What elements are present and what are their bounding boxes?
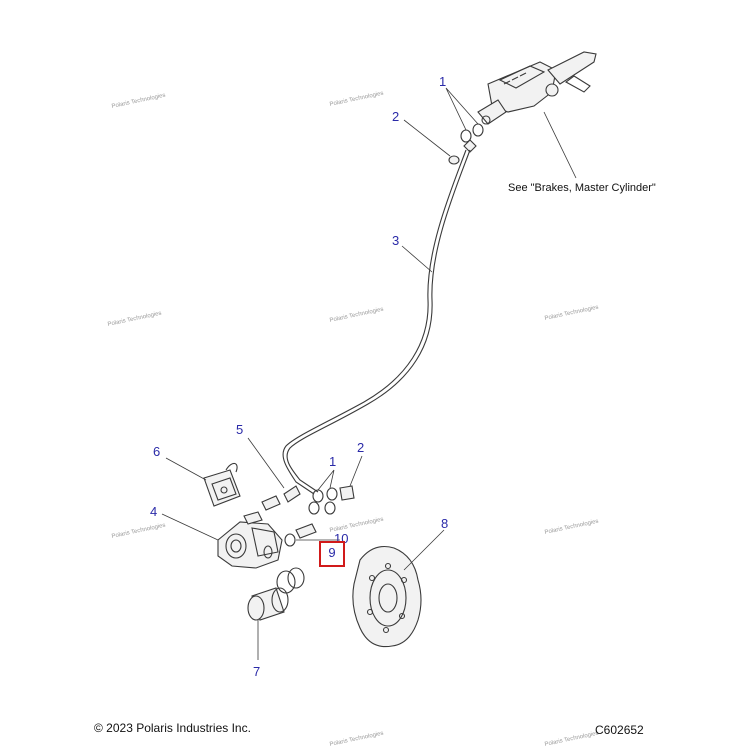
bottom-banjo-fitting (284, 485, 355, 547)
master-cylinder-note: See "Brakes, Master Cylinder" (508, 182, 656, 194)
callout-2-bottom: 2 (357, 440, 364, 455)
callout-5: 5 (236, 422, 243, 437)
caliper-piston (247, 567, 305, 621)
highlight-box-part-9 (319, 541, 345, 567)
watermark: Polaris Technologies (329, 307, 384, 324)
callout-3: 3 (392, 233, 399, 248)
callout-6: 6 (153, 444, 160, 459)
watermark: Polaris Technologies (111, 523, 166, 540)
figure-code: C602652 (595, 723, 644, 737)
watermark: Polaris Technologies (544, 519, 599, 536)
master-cylinder-assembly (477, 51, 597, 125)
brake-pad (203, 462, 241, 507)
watermark: Polaris Technologies (544, 305, 599, 322)
brake-rotor (352, 545, 422, 648)
brake-caliper (217, 511, 283, 569)
leader-lines (161, 87, 577, 660)
callout-1-top: 1 (439, 74, 446, 89)
watermark: Polaris Technologies (329, 91, 384, 108)
callout-7: 7 (253, 664, 260, 679)
callout-4: 4 (150, 504, 157, 519)
watermark: Polaris Technologies (111, 93, 166, 110)
callout-9: 9 (328, 545, 336, 560)
callout-2-top: 2 (392, 109, 399, 124)
bleeder-valve (261, 485, 301, 511)
watermark: Polaris Technologies (544, 731, 599, 748)
callout-1-bottom: 1 (329, 454, 336, 469)
watermark: Polaris Technologies (107, 311, 162, 328)
brake-hose (282, 149, 471, 495)
callout-8: 8 (441, 516, 448, 531)
copyright-text: © 2023 Polaris Industries Inc. (94, 721, 251, 735)
top-banjo-fitting (448, 123, 484, 165)
watermark: Polaris Technologies (329, 731, 384, 748)
